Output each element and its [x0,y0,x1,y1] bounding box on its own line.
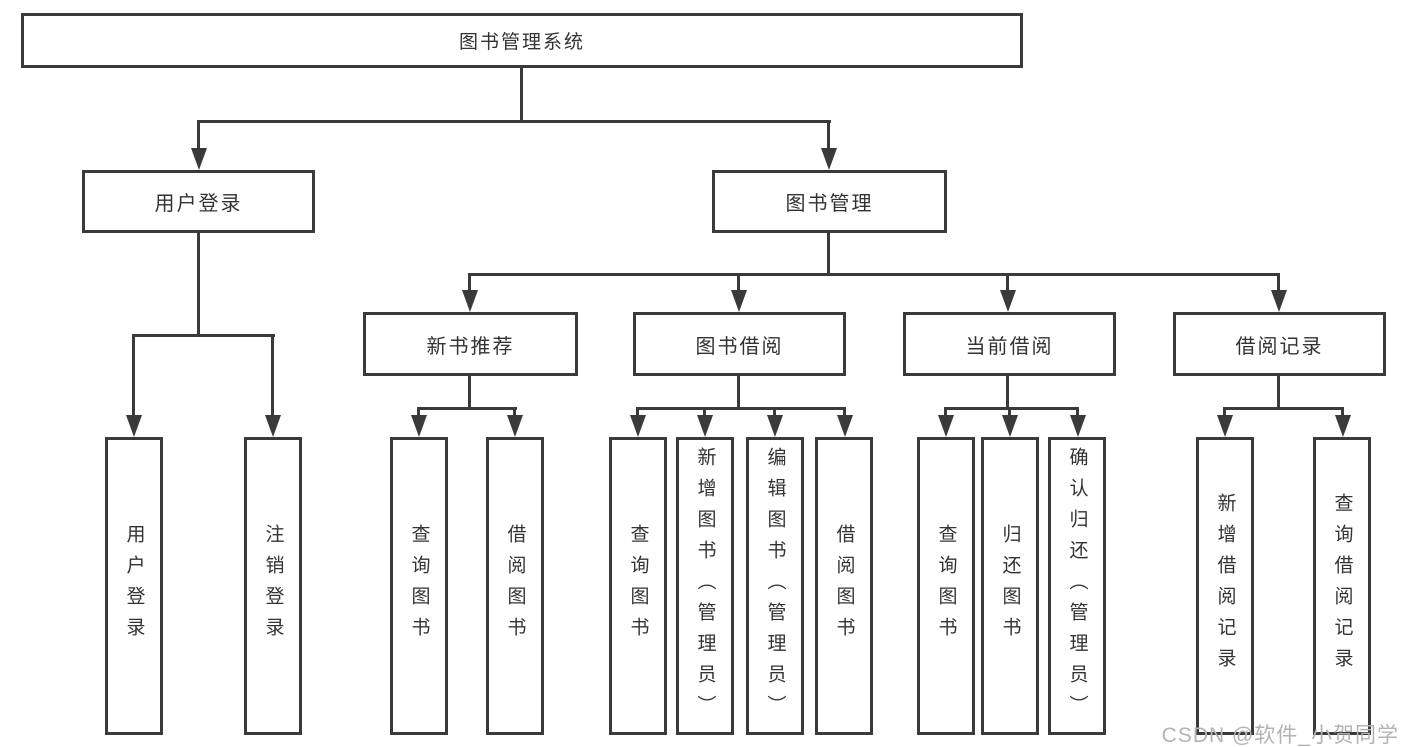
node-leaf-add-borrow-record: 新增借阅记录 [1196,437,1254,735]
edge-to-leaf-user-login-line [132,334,135,416]
arrowhead-book-borrow [731,290,747,312]
arrowhead-query-borrow-record [1335,415,1351,437]
edge-user-login-hline [132,334,275,337]
arrowhead-leaf-logout [265,415,281,437]
arrowhead-return-books [1002,415,1018,437]
edge-to-current-borrow-line [1006,273,1009,293]
arrowhead-book-mgmt [821,148,837,170]
node-label: 确认归还（管理员） [1066,446,1088,726]
node-label: 借阅图书 [504,524,526,648]
edge-leaf-line [1076,407,1079,419]
arrowhead-query-books-rec [411,415,427,437]
node-label: 借阅记录 [1235,335,1324,358]
edge-borrow-records-hline [1223,407,1344,410]
edge-book-borrow-hline [636,407,846,410]
node-label: 查询借阅记录 [1331,493,1353,679]
arrowhead-edit-books [767,415,783,437]
edge-current-borrow-hline [944,407,1079,410]
edge-borrow-records-vline [1277,376,1280,410]
arrowhead-add-borrow-record [1217,415,1233,437]
node-leaf-add-books-admin: 新增图书（管理员） [676,437,734,735]
edge-leaf-line [944,407,947,419]
csdn-watermark: CSDN @软件_小贺同学 [1161,724,1399,747]
edge-leaf-line [636,407,639,419]
node-label: 当前借阅 [965,335,1054,358]
arrowhead-borrow-books-borrow [837,415,853,437]
edge-root-vline [520,68,523,121]
node-leaf-borrow-books-rec: 借阅图书 [486,437,544,735]
node-leaf-query-books-borrow: 查询图书 [609,437,667,735]
node-label: 用户登录 [123,524,145,648]
arrowhead-add-books [697,415,713,437]
edge-leaf-line [843,407,846,419]
arrowhead-confirm-return [1070,415,1086,437]
node-book-management: 图书管理 [712,170,947,233]
arrowhead-leaf-user-login [126,415,142,437]
edge-to-book-borrow-line [737,273,740,293]
edge-leaf-line [1341,407,1344,419]
node-leaf-user-login: 用户登录 [105,437,163,735]
arrowhead-new-book-rec [462,290,478,312]
arrowhead-query-books-borrow [630,415,646,437]
edge-to-borrow-records-line [1277,273,1280,293]
node-label: 图书借阅 [695,335,784,358]
edge-leaf-line [417,407,420,419]
node-label: 查询图书 [627,524,649,648]
node-label: 新书推荐 [426,335,515,358]
edge-to-user-login-line [197,120,200,150]
node-label: 查询图书 [935,524,957,648]
node-borrowing-records: 借阅记录 [1173,312,1386,376]
node-label: 查询图书 [408,524,430,648]
node-label: 编辑图书（管理员） [764,446,786,726]
node-leaf-return-books: 归还图书 [981,437,1039,735]
edge-book-mgmt-hline [468,273,1279,276]
arrowhead-borrow-records [1271,290,1287,312]
node-leaf-query-books-current: 查询图书 [917,437,975,735]
edge-new-book-rec-vline [468,376,471,410]
edge-leaf-line [773,407,776,419]
node-current-borrowing: 当前借阅 [903,312,1116,376]
node-label: 注销登录 [262,524,284,648]
arrowhead-query-books-current [938,415,954,437]
edge-leaf-line [703,407,706,419]
node-label: 借阅图书 [833,524,855,648]
edge-user-login-vline [197,233,200,337]
node-label: 新增图书（管理员） [694,446,716,726]
arrowhead-borrow-books-rec [507,415,523,437]
edge-leaf-line [513,407,516,419]
edge-to-book-mgmt-line [827,120,830,150]
node-new-book-recommendation: 新书推荐 [363,312,578,376]
edge-book-mgmt-vline [827,233,830,276]
node-user-login: 用户登录 [82,170,315,233]
node-label: 归还图书 [999,524,1021,648]
node-leaf-logout: 注销登录 [244,437,302,735]
node-label: 图书管理系统 [458,32,585,53]
arrowhead-user-login [191,148,207,170]
node-leaf-edit-books-admin: 编辑图书（管理员） [746,437,804,735]
edge-leaf-line [1008,407,1011,419]
node-book-borrowing: 图书借阅 [633,312,846,376]
edge-to-leaf-logout-line [271,334,274,416]
arrowhead-current-borrow [1000,290,1016,312]
edge-to-new-book-rec-line [468,273,471,293]
node-leaf-borrow-books-borrow: 借阅图书 [815,437,873,735]
node-leaf-confirm-return-admin: 确认归还（管理员） [1048,437,1106,735]
node-label: 新增借阅记录 [1214,493,1236,679]
node-leaf-query-borrow-record: 查询借阅记录 [1313,437,1371,735]
edge-book-borrow-vline [737,376,740,410]
edge-current-borrow-vline [1006,376,1009,410]
node-library-management-system: 图书管理系统 [21,13,1023,68]
edge-leaf-line [1223,407,1226,419]
edge-root-hline [197,120,831,123]
node-label: 用户登录 [154,193,243,215]
node-leaf-query-books-rec: 查询图书 [390,437,448,735]
edge-new-book-rec-hline [417,407,517,410]
node-label: 图书管理 [785,193,874,215]
